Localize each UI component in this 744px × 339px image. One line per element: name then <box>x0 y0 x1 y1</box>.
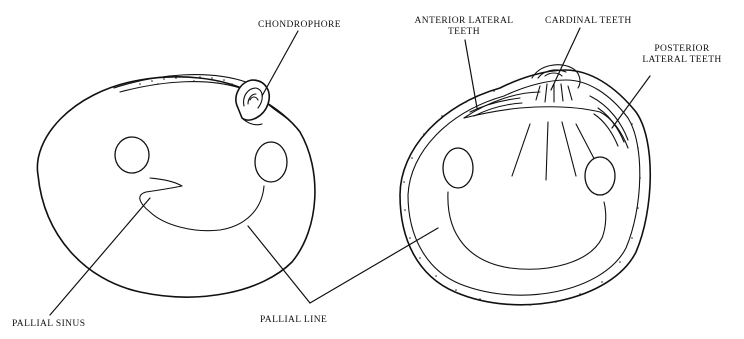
leader-anterior-lateral-teeth <box>465 40 477 108</box>
label-anterior-lateral-teeth-line2: TEETH <box>398 27 530 38</box>
label-pallial-sinus: PALLIAL SINUS <box>12 319 85 330</box>
label-anterior-lateral-teeth-line1: ANTERIOR LATERAL <box>398 16 530 27</box>
right-posterior-muscle-scar <box>585 157 615 195</box>
left-valve <box>37 75 315 297</box>
label-pallial-line: PALLIAL LINE <box>260 315 327 326</box>
leader-pallial-line-right <box>310 228 438 303</box>
label-anterior-lateral-teeth: ANTERIOR LATERAL TEETH <box>398 16 530 38</box>
leader-chondrophore <box>262 31 298 96</box>
right-valve <box>400 65 650 306</box>
left-anterior-muscle-scar <box>115 137 149 173</box>
label-posterior-lateral-teeth-line2: LATERAL TEETH <box>632 55 732 66</box>
label-posterior-lateral-teeth-line1: POSTERIOR <box>632 44 732 55</box>
left-posterior-muscle-scar <box>255 142 287 182</box>
label-chondrophore: CHONDROPHORE <box>258 20 341 31</box>
right-anterior-muscle-scar <box>443 148 473 188</box>
label-cardinal-teeth: CARDINAL TEETH <box>545 16 632 27</box>
label-posterior-lateral-teeth: POSTERIOR LATERAL TEETH <box>632 44 732 66</box>
